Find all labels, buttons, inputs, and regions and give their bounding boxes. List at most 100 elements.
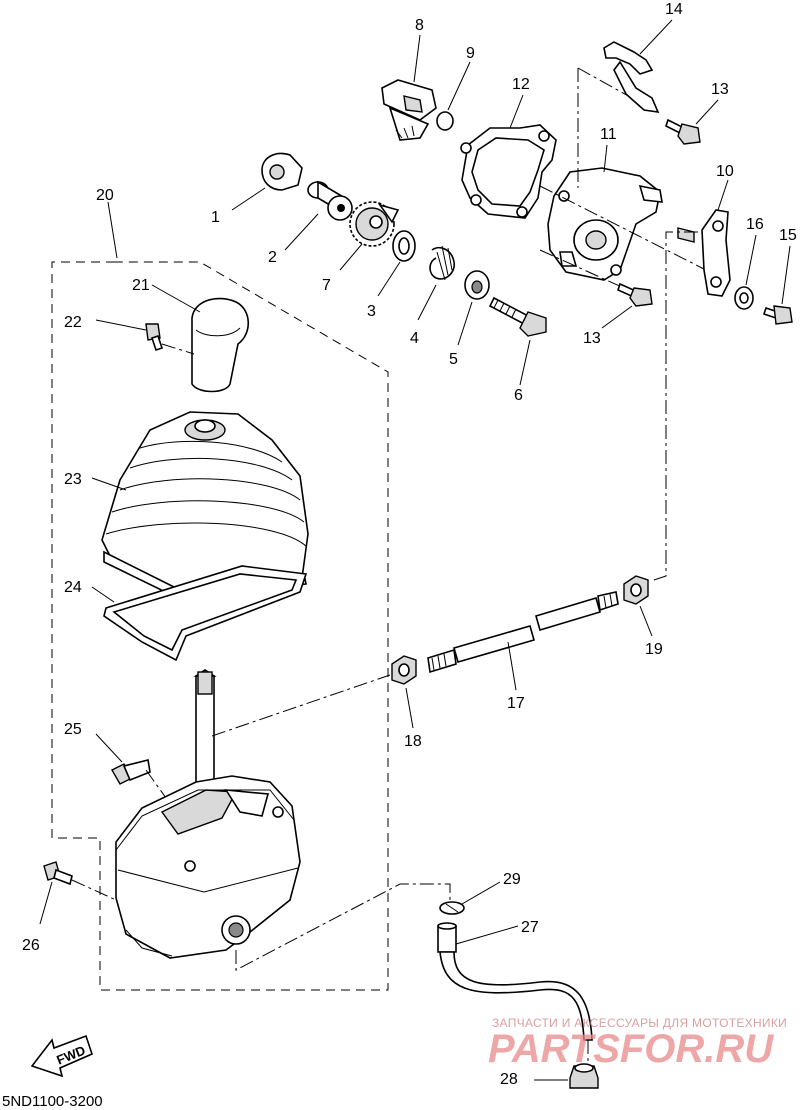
callout-13-upper: 13	[711, 81, 729, 98]
leader-12	[509, 94, 524, 129]
leader-13b	[601, 305, 633, 329]
part-29-clip	[439, 901, 465, 915]
part-10-shift-arm	[677, 209, 731, 297]
leader-22	[95, 319, 147, 331]
callout-6: 6	[514, 387, 523, 404]
part-28-plug	[569, 1063, 599, 1089]
alignment-line-shaft	[539, 185, 707, 271]
leader-20	[107, 201, 118, 259]
callout-25: 25	[64, 721, 82, 738]
callout-21: 21	[132, 277, 150, 294]
callout-16: 16	[746, 216, 764, 233]
leader-15	[781, 245, 791, 305]
part-24-seal-ring	[103, 565, 308, 662]
callout-10: 10	[716, 163, 734, 180]
part-13-bolt-upper	[665, 118, 701, 145]
callout-3: 3	[367, 303, 376, 320]
part-21-shift-knob	[191, 297, 250, 393]
leader-11	[603, 144, 608, 173]
part-19-nut	[623, 575, 649, 605]
callout-27: 27	[521, 919, 539, 936]
callout-26: 26	[22, 937, 40, 954]
callout-12: 12	[512, 76, 530, 93]
part-1-cam-plate	[261, 152, 303, 191]
leader-1	[231, 187, 266, 211]
callout-24: 24	[64, 579, 82, 596]
shift-lever-housing	[115, 669, 301, 959]
leader-5	[457, 301, 473, 346]
callout-8: 8	[415, 17, 424, 34]
part-5-washer	[464, 270, 490, 300]
part-12-gasket	[460, 124, 557, 219]
leader-26	[39, 881, 53, 925]
alignment-line-18	[211, 674, 391, 737]
part-7-gear-segment	[349, 201, 400, 247]
fwd-arrow: FWD	[30, 1034, 93, 1078]
part-18-nut	[391, 655, 417, 685]
callout-5: 5	[449, 351, 458, 368]
alignment-line-10-19	[653, 231, 698, 581]
part-6-bolt	[488, 296, 547, 337]
leader-14	[639, 19, 673, 55]
leader-13a	[695, 99, 719, 125]
leader-8	[413, 34, 421, 83]
part-16-washer	[734, 286, 754, 310]
part-22-screw	[145, 323, 164, 352]
part-8-shift-assembly	[381, 79, 437, 141]
leader-7	[339, 243, 363, 271]
callout-9: 9	[466, 45, 475, 62]
callout-19: 19	[645, 641, 663, 658]
callout-2: 2	[268, 249, 277, 266]
part-27-hose	[437, 922, 593, 1041]
leader-6	[519, 339, 531, 386]
leader-17	[507, 641, 517, 691]
callout-17: 17	[507, 695, 525, 712]
leader-18	[405, 687, 414, 729]
part-25-bolt	[111, 759, 151, 785]
leader-9	[447, 61, 471, 111]
leader-2	[284, 213, 319, 251]
leader-23	[91, 477, 127, 491]
part-13-bolt-lower	[617, 282, 653, 307]
part-17-shift-rod	[427, 591, 619, 674]
callout-15: 15	[779, 227, 797, 244]
callout-22: 22	[64, 314, 82, 331]
leader-16	[745, 234, 757, 286]
callout-14: 14	[665, 1, 683, 18]
watermark-line2: PARTSFOR.RU	[488, 1027, 774, 1071]
watermark-line1: ЗАПЧАСТИ И АКСЕССУАРЫ ДЛЯ МОТОТЕХНИКИ	[492, 1016, 787, 1030]
callout-20: 20	[96, 187, 114, 204]
leader-10	[717, 179, 729, 211]
leader-25	[95, 733, 123, 763]
alignment-line-13b	[539, 249, 625, 289]
callout-4: 4	[410, 330, 419, 347]
leader-27	[455, 925, 519, 945]
leader-3	[377, 261, 401, 297]
callout-1: 1	[211, 209, 220, 226]
leader-24	[91, 586, 115, 603]
callout-18: 18	[404, 733, 422, 750]
callout-13-lower: 13	[583, 330, 601, 347]
callout-11: 11	[600, 126, 617, 143]
leader-21	[151, 284, 201, 313]
part-4-spring	[429, 245, 456, 281]
part-3-washer	[392, 230, 416, 262]
alignment-line-22	[161, 343, 195, 355]
alignment-line-25	[145, 769, 167, 799]
alignment-line-29	[235, 883, 451, 971]
part-9-o-ring	[436, 111, 454, 131]
part-11-cover	[547, 167, 663, 281]
callout-28: 28	[500, 1071, 518, 1088]
alignment-line-26	[71, 879, 117, 901]
part-2-collar	[307, 180, 353, 221]
assembly-20-dashed-outline	[51, 261, 389, 991]
part-26-bolt	[43, 861, 73, 886]
part-14-bracket	[603, 41, 660, 113]
leader-19	[639, 605, 653, 637]
diagram-code: 5ND1100-3200	[2, 1093, 103, 1110]
callout-7: 7	[322, 277, 331, 294]
watermark: ЗАПЧАСТИ И АКСЕССУАРЫ ДЛЯ МОТОТЕХНИКИ PA…	[488, 1016, 787, 1071]
leader-29	[461, 881, 501, 905]
part-15-bolt	[762, 305, 793, 325]
